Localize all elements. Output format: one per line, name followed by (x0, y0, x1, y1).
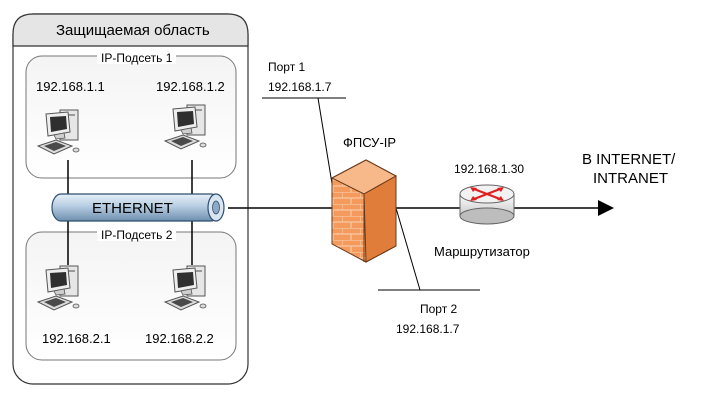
port2-ip: 192.168.1.7 (396, 322, 460, 336)
port1-ip: 192.168.1.7 (268, 80, 332, 94)
firewall-label: ФПСУ-IP (343, 135, 397, 150)
arrow-right-icon (598, 200, 614, 216)
protected-area-title: Защищаемая область (56, 22, 210, 39)
router-label: Маршрутизатор (434, 244, 530, 259)
firewall-icon (330, 159, 398, 263)
host-ip-label: 192.168.1.2 (156, 79, 225, 94)
host-ip-label: 192.168.2.1 (42, 331, 111, 346)
router-ip: 192.168.1.30 (454, 162, 525, 176)
host-ip-label: 192.168.1.1 (36, 79, 105, 94)
router-icon (459, 184, 515, 225)
subnet1-title: IP-Подсеть 1 (97, 52, 177, 64)
subnet2-title: IP-Подсеть 2 (97, 229, 177, 241)
destination-line2: INTRANET (593, 170, 668, 187)
port1-label: Порт 1 (268, 60, 306, 74)
protected-area-header (12, 13, 249, 47)
port2-label: Порт 2 (420, 302, 458, 316)
destination-line1: В INTERNET/ (582, 151, 676, 168)
ethernet-label: ETHERNET (92, 200, 173, 217)
host-ip-label: 192.168.2.2 (145, 331, 214, 346)
